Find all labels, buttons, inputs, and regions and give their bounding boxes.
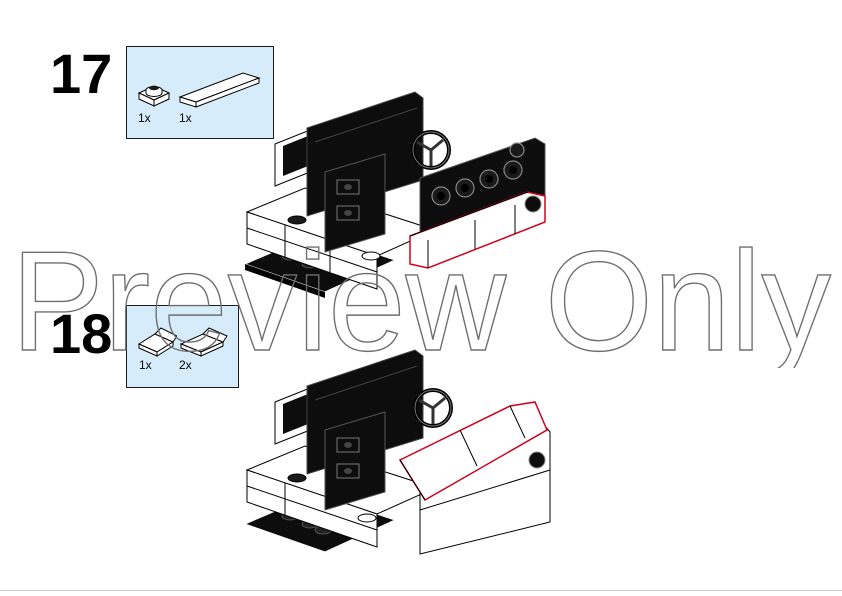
parts-list-box: 1x 1x [126,46,274,139]
part-quantity: 1x [138,111,151,125]
step-number: 18 [50,302,113,365]
round-plate-1x1-icon [137,85,171,107]
page-divider [0,590,842,591]
slope-1x2-icon [137,327,177,357]
parts-list-box: 1x 2x [126,305,239,388]
model-step-18 [245,349,551,555]
part-quantity: 1x [179,111,192,125]
tile-1x4-icon [178,72,261,108]
slope-1x2-icon [179,327,228,357]
part-quantity: 1x [139,358,152,372]
model-step-17 [245,91,546,298]
part-quantity: 2x [179,358,192,372]
step-number: 17 [50,42,113,105]
